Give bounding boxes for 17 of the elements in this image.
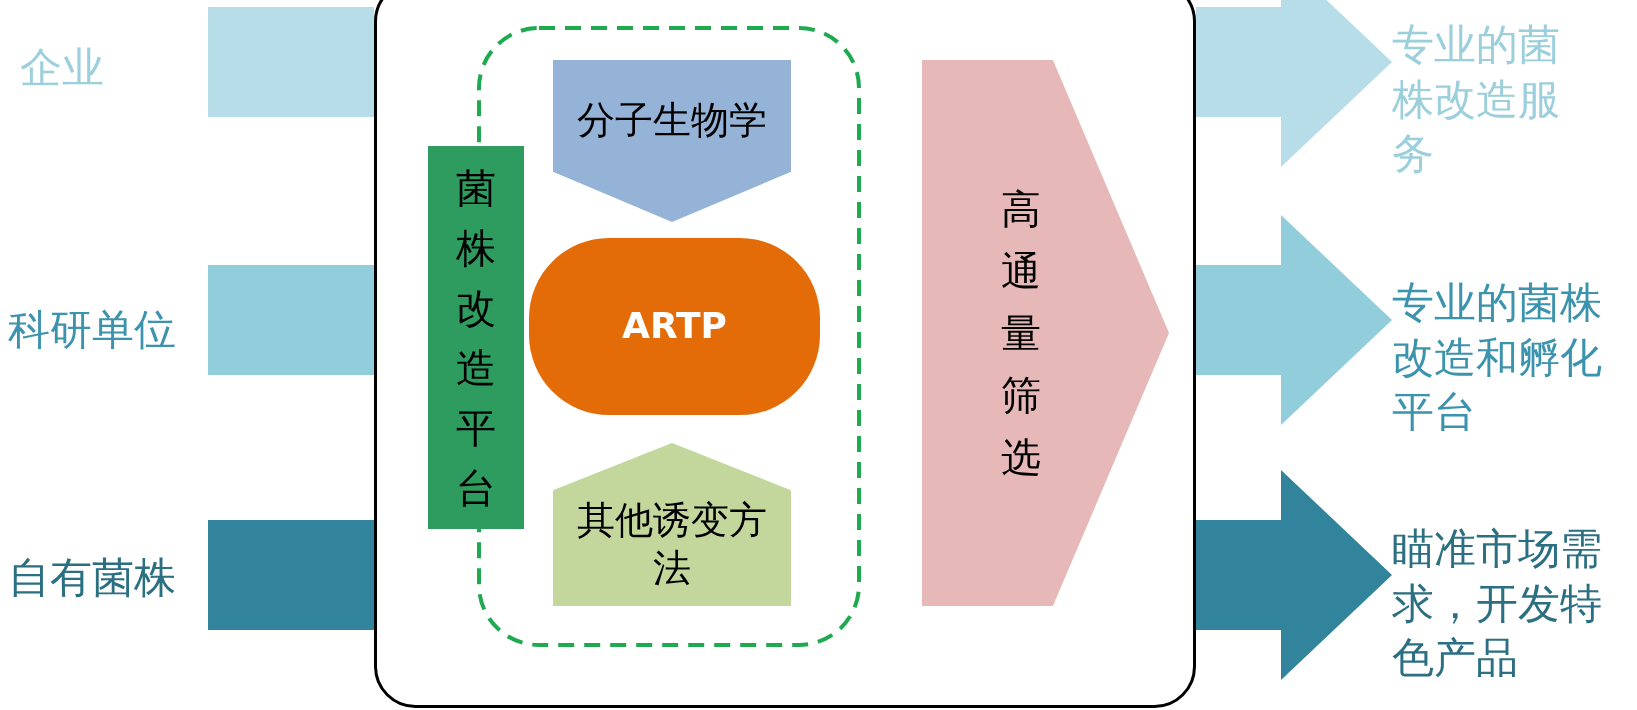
block-arrow (1196, 470, 1392, 680)
outcome-label: 专业的菌株改造服务 (1392, 18, 1588, 188)
source-label: 企业 (20, 38, 208, 98)
source-label: 科研单位 (8, 300, 208, 360)
block-arrow (1196, 215, 1392, 425)
screening-chevron: 高通量筛选 (922, 60, 1169, 606)
outcome-label: 专业的菌株改造和孵化平台 (1392, 276, 1637, 446)
block-arrow (1196, 0, 1392, 167)
outcome-label: 瞄准市场需求，开发特色产品 (1392, 522, 1637, 692)
flow-band (208, 7, 374, 117)
flow-band (208, 265, 374, 375)
method-pentagon: 分子生物学 (553, 60, 791, 222)
method-pentagon: 其他诱变方法 (553, 443, 791, 606)
platform-frame (374, 0, 1196, 708)
platform-bar: 菌株改造平台 (428, 146, 524, 529)
flow-band (208, 520, 374, 630)
source-label: 自有菌株 (8, 548, 208, 608)
